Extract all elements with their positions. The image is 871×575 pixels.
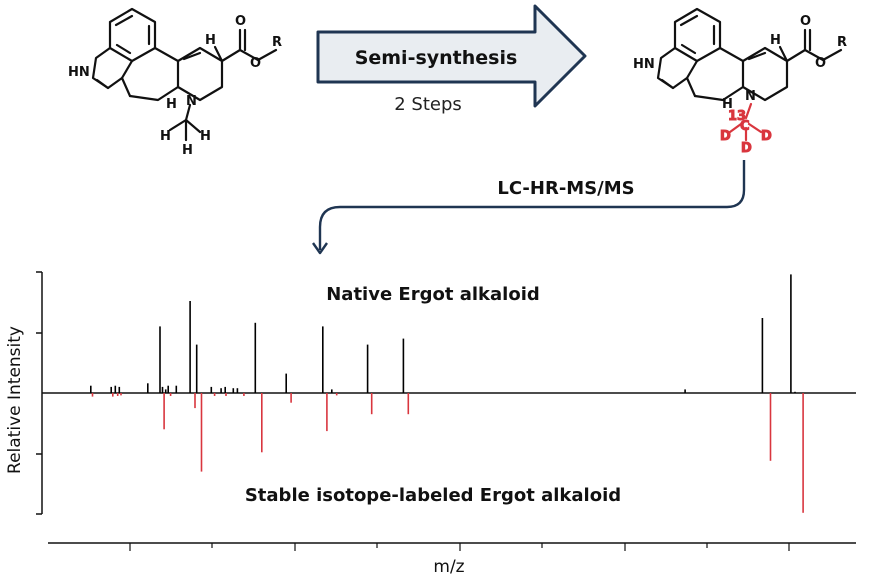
n-label: N	[186, 94, 197, 109]
labeled-peaks	[91, 393, 804, 513]
labeled-series-label: Stable isotope-labeled Ergot alkaloid	[245, 485, 621, 506]
h-label-top: H	[205, 33, 216, 48]
x-axis-label: m/z	[433, 557, 464, 575]
curved-arrow-line	[318, 160, 746, 250]
r-label: R	[837, 35, 847, 50]
lc-ms-arrow: LC-HR-MS/MS	[312, 160, 746, 255]
o-label-top: O	[235, 14, 246, 29]
h-methyl-2: H	[200, 129, 211, 144]
arrow-shape	[316, 4, 587, 108]
hn-label: HN	[68, 65, 90, 80]
h-methyl-3: H	[182, 143, 193, 158]
hn-label: HN	[633, 57, 655, 72]
c13-superscript: 13	[728, 109, 746, 124]
d-label-2: D	[761, 129, 772, 144]
h-label-bottom: H	[166, 97, 177, 112]
native-molecule: HN N H H O O R H H H	[68, 7, 282, 158]
d-label-3: D	[741, 141, 752, 156]
h-methyl-1: H	[160, 129, 171, 144]
h-label-bottom: H	[722, 97, 733, 112]
native-series-label: Native Ergot alkaloid	[326, 284, 540, 305]
labeled-molecule: HN N H H O O R 13 C D D D	[633, 7, 847, 157]
o-label-ester: O	[815, 56, 826, 71]
native-peaks	[90, 274, 796, 393]
o-label-top: O	[800, 14, 811, 29]
mirror-spectrum: Native Ergot alkaloid Stable isotope-lab…	[5, 271, 856, 575]
c13-label: C	[740, 119, 750, 134]
x-axis-ticks	[129, 543, 790, 551]
o-label-ester: O	[250, 56, 261, 71]
y-axis-label: Relative Intensity	[5, 326, 25, 474]
r-label: R	[272, 35, 282, 50]
d-label-1: D	[720, 129, 731, 144]
n-label: N	[745, 89, 756, 104]
lc-ms-label: LC-HR-MS/MS	[497, 178, 634, 199]
reaction-arrow: Semi-synthesis 2 Steps	[316, 4, 587, 115]
curved-arrow-head	[312, 242, 328, 255]
semi-synthesis-label: Semi-synthesis	[355, 47, 518, 69]
steps-label: 2 Steps	[394, 94, 462, 115]
h-label-top: H	[770, 33, 781, 48]
